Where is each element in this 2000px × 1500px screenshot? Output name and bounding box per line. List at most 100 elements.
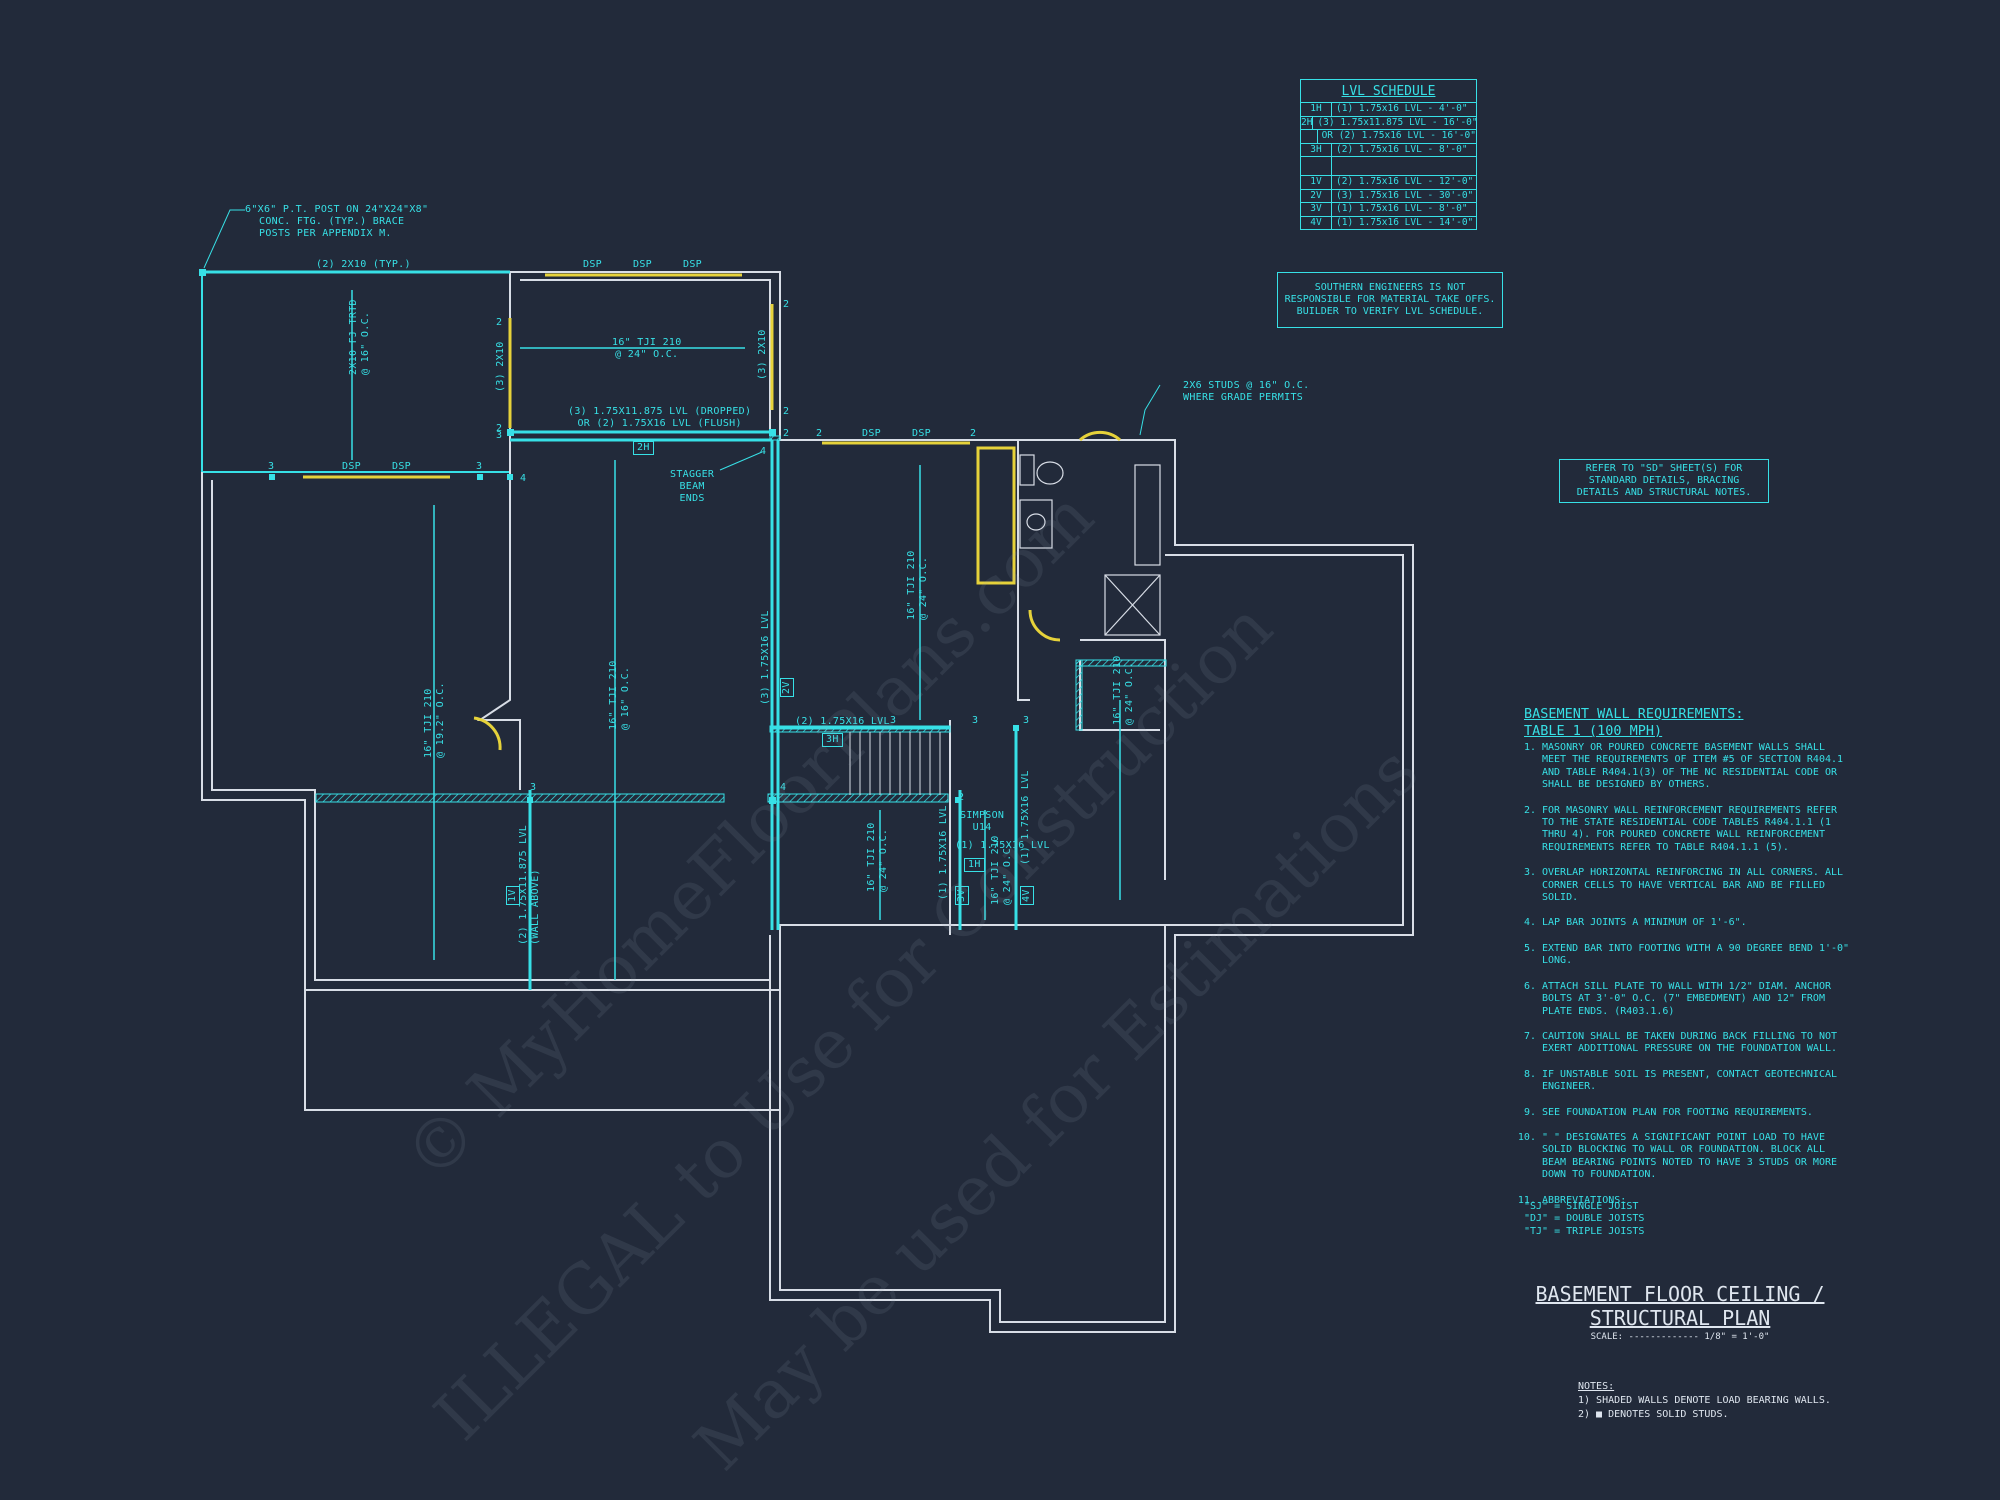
right-2x10-label: (3) 2x10 (757, 329, 768, 380)
mid-joist-spacing: @ 16" O.C. (620, 666, 631, 730)
row-code: 2V (1301, 189, 1332, 202)
post-line-1: 6"x6" P.T. POST ON 24"x24"x8" (245, 204, 429, 215)
table-row: 2V(3) 1.75x16 LVL - 30'-0" (1301, 189, 1476, 203)
count-marker: 4 (780, 782, 787, 793)
left-joist-label: 16" TJI 210 @ 19.2" O.C. (423, 682, 447, 758)
count-marker: 2 (496, 317, 503, 328)
row-code: 1H (1301, 103, 1332, 116)
simpson-line-2: U14 (972, 822, 992, 833)
count-marker: 2 (783, 299, 790, 310)
mid-joist-type: 16" TJI 210 (608, 660, 619, 730)
studs-line-1: 2x6 STUDS @ 16" O.C. (1183, 380, 1310, 391)
low-lvl-text: (2) 1.75x11.875 LVL (518, 824, 529, 945)
count-marker: 3 (496, 430, 503, 441)
abbr-dj: "DJ" = DOUBLE JOISTS (1524, 1213, 1645, 1225)
tag-3h: 3H (822, 733, 843, 747)
lvl-schedule-title: LVL SCHEDULE (1301, 80, 1476, 103)
list-item: CAUTION SHALL BE TAKEN DURING BACK FILLI… (1542, 1031, 1854, 1056)
count-marker: 3 (972, 715, 979, 726)
list-item: ATTACH SILL PLATE TO WALL WITH 1/2" DIAM… (1542, 981, 1854, 1018)
count-marker: 4 (520, 473, 527, 484)
top-joist-label: 16" TJI 210 @ 24" O.C. (612, 337, 682, 361)
disclaimer-note: SOUTHERN ENGINEERS IS NOT RESPONSIBLE FO… (1277, 272, 1503, 328)
row-code (1301, 130, 1318, 143)
top-joist-type: 16" TJI 210 (612, 337, 682, 348)
row-code: 3V (1301, 203, 1332, 216)
callout-post: 6"x6" P.T. POST ON 24"x24"x8" CONC. FTG.… (245, 204, 428, 240)
lvl-dropped-text: (3) 1.75x11.875 LVL (DROPPED) (568, 406, 752, 417)
shear-walls (303, 273, 1121, 751)
dsp-marker: DSP (392, 461, 411, 472)
row-desc: (1) 1.75x16 LVL - 8'-0" (1336, 203, 1468, 214)
left-joist-type: 16" TJI 210 (423, 688, 434, 758)
list-item: MASONRY OR POURED CONCRETE BASEMENT WALL… (1542, 742, 1854, 792)
dsp-marker: DSP (633, 259, 652, 270)
list-item: ABBREVIATIONS: (1542, 1195, 1854, 1207)
lvl-dropped-label: (3) 1.75x11.875 LVL (DROPPED) OR (2) 1.7… (568, 406, 751, 430)
callout-stagger: STAGGER BEAM ENDS (670, 469, 714, 505)
solid-studs (199, 269, 1019, 804)
title-block: BASEMENT FLOOR CEILING / STRUCTURAL PLAN… (1520, 1282, 1840, 1342)
tag-1v: 1V (506, 886, 520, 905)
list-item: " " DESIGNATES A SIGNIFICANT POINT LOAD … (1542, 1132, 1854, 1182)
exterior-walls (201, 271, 1414, 1333)
dsp-marker: DSP (683, 259, 702, 270)
tag-2v: 2V (780, 678, 794, 697)
refer-note: REFER TO "SD" SHEET(S) FOR STANDARD DETA… (1559, 459, 1769, 503)
studs-line-2: WHERE GRADE PERMITS (1183, 392, 1304, 403)
count-marker: 2 (958, 792, 965, 803)
lower-joist-label: 16" TJI 210 @ 24" O.C. (866, 822, 890, 892)
row-desc (1332, 157, 1336, 175)
refer-line-1: REFER TO "SD" SHEET(S) FOR (1585, 463, 1743, 474)
table-row: 3H (2) 1.75x16 LVL - 8'-0" (1301, 143, 1476, 157)
count-marker: 3 (890, 715, 897, 726)
stairs (849, 732, 941, 795)
joist-arrows (351, 290, 1121, 980)
leaders (203, 209, 1161, 471)
scale-label: SCALE: ------------- 1/8" = 1'-0" (1590, 1332, 1770, 1342)
post-line-3: POSTS PER APPENDIX M. (259, 228, 392, 239)
list-item: IF UNSTABLE SOIL IS PRESENT, CONTACT GEO… (1542, 1069, 1854, 1094)
porch-joist-type: 2x10 FJ TRTD (348, 299, 359, 375)
porch-joist-spacing: @ 16" O.C. (360, 311, 371, 375)
dsp-marker: DSP (862, 428, 881, 439)
abbr-tj: "TJ" = TRIPLE JOISTS (1524, 1225, 1645, 1237)
stagger-line-3: ENDS (679, 493, 705, 504)
bath-fixtures (1019, 454, 1161, 636)
table-row: 4V(1) 1.75x16 LVL - 14'-0" (1301, 216, 1476, 229)
vert-lvl-label: (3) 1.75x16 LVL (760, 610, 771, 705)
list-item: OVERLAP HORIZONTAL REINFORCING IN ALL CO… (1542, 867, 1854, 904)
count-marker: 4 (760, 446, 767, 457)
row-desc: (2) 1.75x16 LVL - 8'-0" (1336, 143, 1468, 155)
wall-requirements: BASEMENT WALL REQUIREMENTS: TABLE 1 (100… (1524, 706, 1854, 1238)
wall-req-subheading: TABLE 1 (100 MPH) (1524, 723, 1663, 739)
lvl-flush-text: OR (2) 1.75x16 LVL (FLUSH) (577, 418, 742, 429)
table-row: 2H(3) 1.75x11.875 LVL - 16'-0" (1301, 116, 1478, 130)
count-marker: 3 (530, 782, 537, 793)
stagger-line-1: STAGGER (670, 469, 715, 480)
row-desc: (2) 1.75x16 LVL - 12'-0" (1336, 176, 1474, 187)
count-marker: 2 (496, 423, 503, 434)
low-lvl-note: (WALL ABOVE) (530, 869, 541, 945)
dsp-marker: DSP (342, 461, 361, 472)
note-2: 2) ■ DENOTES SOLID STUDS. (1578, 1409, 1729, 1420)
refer-line-3: DETAILS AND STRUCTURAL NOTES. (1576, 487, 1752, 498)
abbr-sj: "SJ" = SINGLE JOIST (1524, 1200, 1639, 1212)
top-joist-spacing: @ 24" O.C. (615, 349, 679, 360)
mid-joist-label: 16" TJI 210 @ 16" O.C. (608, 660, 632, 730)
list-item: EXTEND BAR INTO FOOTING WITH A 90 DEGREE… (1542, 943, 1854, 968)
count-marker: 2 (970, 428, 977, 439)
list-item: LAP BAR JOINTS A MINIMUM OF 1'-6". (1542, 917, 1854, 929)
dsp-marker: DSP (583, 259, 602, 270)
post-line-2: CONC. FTG. (TYP.) BRACE (259, 216, 405, 227)
stagger-line-2: BEAM (679, 481, 705, 492)
callout-simpson: SIMPSON U14 (960, 810, 1004, 834)
count-marker: 2 (783, 406, 790, 417)
count-marker: 3 (476, 461, 483, 472)
tag-2h: 2H (633, 441, 654, 455)
left-joist-spacing: @ 19.2" O.C. (435, 682, 446, 758)
notes-block: NOTES: 1) SHADED WALLS DENOTE LOAD BEARI… (1578, 1380, 1831, 1422)
beams (202, 270, 1018, 990)
row-code: 3H (1301, 143, 1332, 156)
